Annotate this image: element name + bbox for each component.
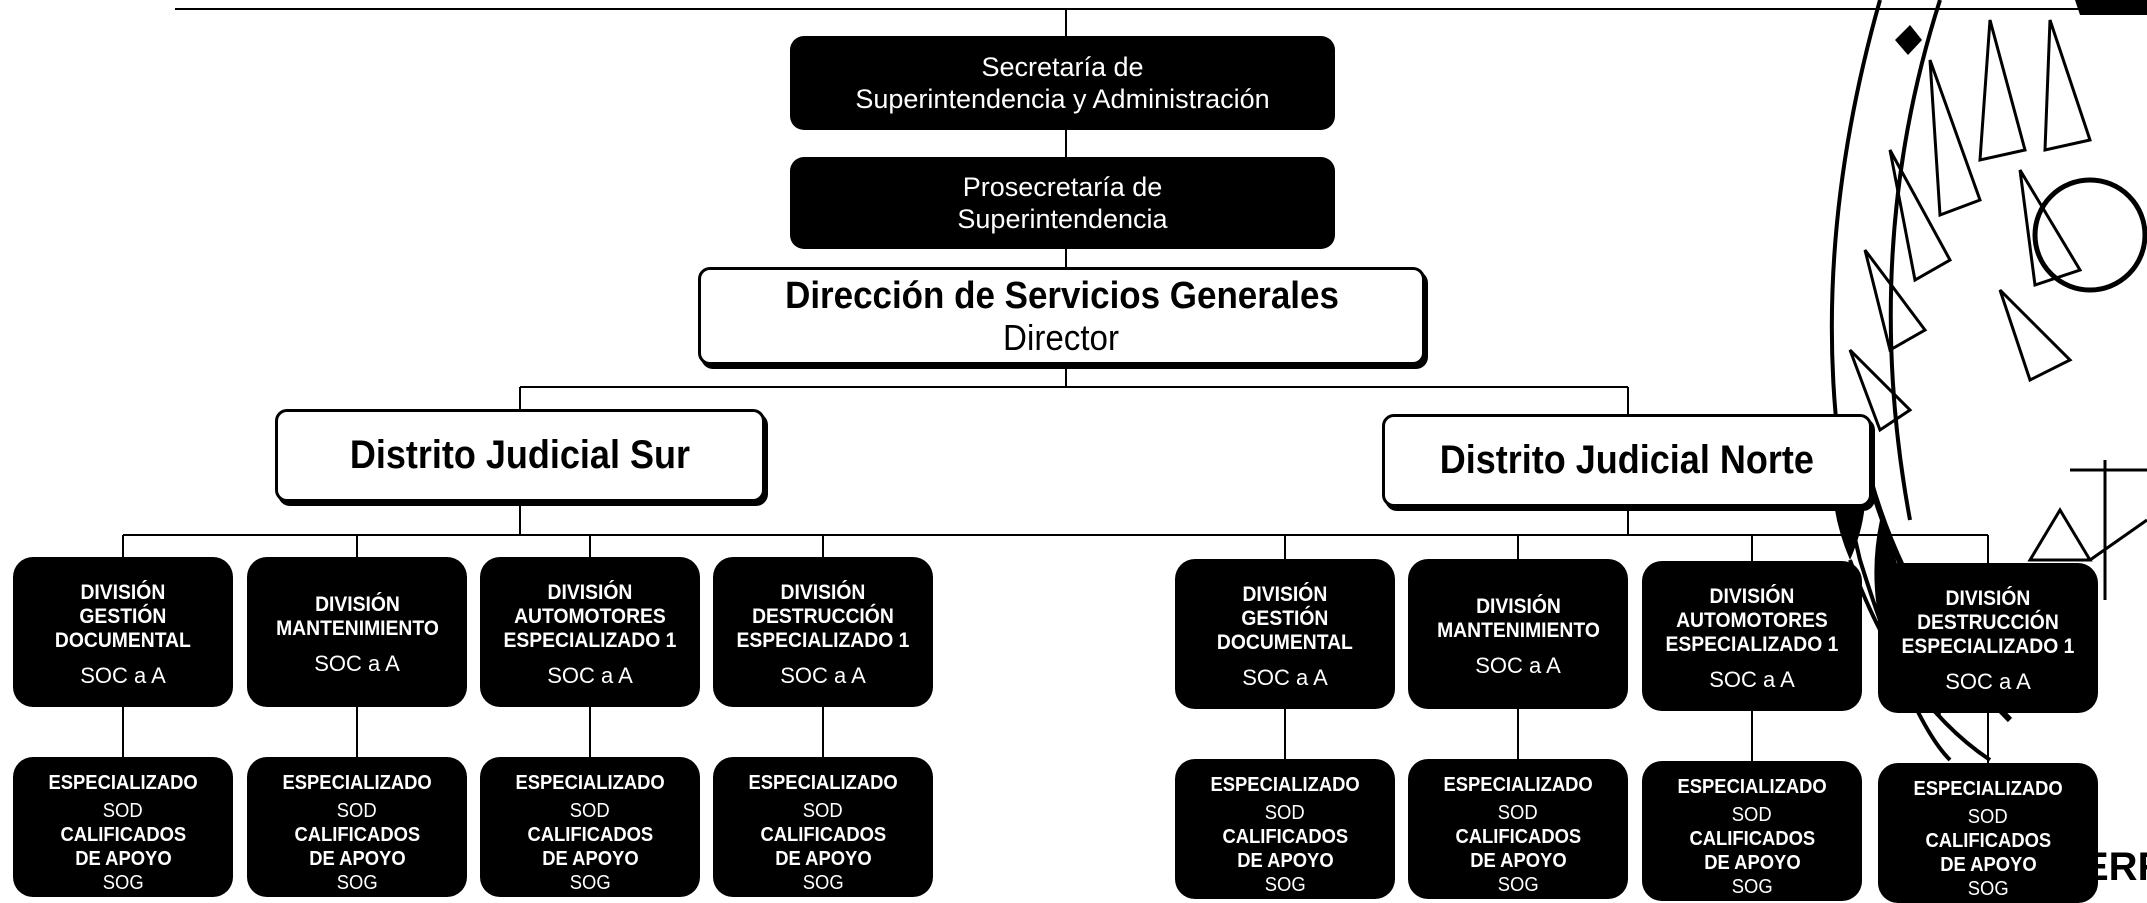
division-code: SOC a A <box>780 663 866 688</box>
staff-sod: SOD <box>1265 802 1305 824</box>
division-code: SOC a A <box>1709 667 1795 692</box>
staff-calificados: CALIFICADOS <box>1455 826 1581 848</box>
division-code: SOC a A <box>1945 669 2031 694</box>
staff-de-apoyo: DE APOYO <box>541 848 639 870</box>
norte-division-mantenimiento: DIVISIÓN MANTENIMIENTO SOC a A <box>1408 559 1628 709</box>
staff-de-apoyo: DE APOYO <box>1939 854 2037 876</box>
staff-especializado: ESPECIALIZADO <box>48 772 198 794</box>
staff-calificados: CALIFICADOS <box>1689 828 1815 850</box>
norte-staff-gestion: ESPECIALIZADO SOD CALIFICADOS DE APOYO S… <box>1175 759 1395 899</box>
sur-division-mantenimiento: DIVISIÓN MANTENIMIENTO SOC a A <box>247 557 467 707</box>
distrito-norte-name: Distrito Judicial Norte <box>1439 438 1815 482</box>
norte-staff-mantenimiento: ESPECIALIZADO SOD CALIFICADOS DE APOYO S… <box>1408 759 1628 899</box>
staff-sod: SOD <box>1732 804 1772 826</box>
staff-de-apoyo: DE APOYO <box>74 848 172 870</box>
staff-calificados: CALIFICADOS <box>60 824 186 846</box>
staff-especializado: ESPECIALIZADO <box>515 772 665 794</box>
norte-division-destruccion: DIVISIÓN DESTRUCCIÓN ESPECIALIZADO 1 SOC… <box>1878 563 2098 713</box>
sur-division-automotores: DIVISIÓN AUTOMOTORES ESPECIALIZADO 1 SOC… <box>480 557 700 707</box>
staff-sod: SOD <box>1498 802 1538 824</box>
secretaria-line-2: Superintendencia y Administración <box>855 84 1270 114</box>
staff-de-apoyo: DE APOYO <box>308 848 406 870</box>
prosecretaria-box: Prosecretaría de Superintendencia <box>790 157 1335 249</box>
staff-sod: SOD <box>103 800 143 822</box>
staff-de-apoyo: DE APOYO <box>774 848 872 870</box>
division-name: DIVISIÓN DESTRUCCIÓN ESPECIALIZADO 1 <box>736 581 910 652</box>
sur-staff-gestion: ESPECIALIZADO SOD CALIFICADOS DE APOYO S… <box>13 757 233 897</box>
staff-sod: SOD <box>803 800 843 822</box>
staff-sod: SOD <box>1968 806 2008 828</box>
division-name: DIVISIÓN DESTRUCCIÓN ESPECIALIZADO 1 <box>1901 587 2075 658</box>
staff-calificados: CALIFICADOS <box>294 824 420 846</box>
sur-staff-destruccion: ESPECIALIZADO SOD CALIFICADOS DE APOYO S… <box>713 757 933 897</box>
staff-sog: SOG <box>1731 876 1773 898</box>
secretaria-line-1: Secretaría de <box>981 52 1144 82</box>
staff-especializado: ESPECIALIZADO <box>1677 776 1827 798</box>
staff-de-apoyo: DE APOYO <box>1469 850 1567 872</box>
division-name: DIVISIÓN GESTIÓN DOCUMENTAL <box>55 581 191 652</box>
staff-especializado: ESPECIALIZADO <box>1210 774 1360 796</box>
staff-calificados: CALIFICADOS <box>1222 826 1348 848</box>
sur-division-destruccion: DIVISIÓN DESTRUCCIÓN ESPECIALIZADO 1 SOC… <box>713 557 933 707</box>
division-name: DIVISIÓN AUTOMOTORES ESPECIALIZADO 1 <box>503 581 677 652</box>
distrito-sur-box: Distrito Judicial Sur <box>275 409 765 502</box>
staff-especializado: ESPECIALIZADO <box>1913 778 2063 800</box>
direccion-box: Dirección de Servicios Generales Directo… <box>698 267 1425 365</box>
norte-division-gestion: DIVISIÓN GESTIÓN DOCUMENTAL SOC a A <box>1175 559 1395 709</box>
division-name: DIVISIÓN MANTENIMIENTO <box>275 593 439 640</box>
division-code: SOC a A <box>547 663 633 688</box>
division-name: DIVISIÓN GESTIÓN DOCUMENTAL <box>1217 583 1353 654</box>
staff-sog: SOG <box>1264 874 1306 896</box>
staff-sog: SOG <box>336 872 378 894</box>
division-code: SOC a A <box>314 651 400 676</box>
staff-de-apoyo: DE APOYO <box>1703 852 1801 874</box>
staff-sog: SOG <box>1967 878 2009 900</box>
prosecretaria-line-2: Superintendencia <box>957 204 1168 234</box>
division-code: SOC a A <box>1242 665 1328 690</box>
norte-division-automotores: DIVISIÓN AUTOMOTORES ESPECIALIZADO 1 SOC… <box>1642 561 1862 711</box>
staff-especializado: ESPECIALIZADO <box>282 772 432 794</box>
division-code: SOC a A <box>1475 653 1561 678</box>
staff-calificados: CALIFICADOS <box>1925 830 2051 852</box>
staff-sod: SOD <box>570 800 610 822</box>
norte-staff-automotores: ESPECIALIZADO SOD CALIFICADOS DE APOYO S… <box>1642 761 1862 901</box>
staff-sog: SOG <box>569 872 611 894</box>
staff-sog: SOG <box>802 872 844 894</box>
staff-calificados: CALIFICADOS <box>527 824 653 846</box>
staff-sod: SOD <box>337 800 377 822</box>
distrito-norte-box: Distrito Judicial Norte <box>1382 414 1872 507</box>
staff-especializado: ESPECIALIZADO <box>1443 774 1593 796</box>
staff-de-apoyo: DE APOYO <box>1236 850 1334 872</box>
sur-staff-automotores: ESPECIALIZADO SOD CALIFICADOS DE APOYO S… <box>480 757 700 897</box>
staff-calificados: CALIFICADOS <box>760 824 886 846</box>
norte-staff-destruccion: ESPECIALIZADO SOD CALIFICADOS DE APOYO S… <box>1878 763 2098 903</box>
division-name: DIVISIÓN MANTENIMIENTO <box>1436 595 1600 642</box>
sur-staff-mantenimiento: ESPECIALIZADO SOD CALIFICADOS DE APOYO S… <box>247 757 467 897</box>
staff-especializado: ESPECIALIZADO <box>748 772 898 794</box>
staff-sog: SOG <box>1497 874 1539 896</box>
staff-sog: SOG <box>102 872 144 894</box>
secretaria-box: Secretaría de Superintendencia y Adminis… <box>790 36 1335 130</box>
distrito-sur-name: Distrito Judicial Sur <box>349 433 691 477</box>
division-code: SOC a A <box>80 663 166 688</box>
sur-division-gestion: DIVISIÓN GESTIÓN DOCUMENTAL SOC a A <box>13 557 233 707</box>
division-name: DIVISIÓN AUTOMOTORES ESPECIALIZADO 1 <box>1665 585 1839 656</box>
direccion-subtitle: Director <box>1003 317 1120 358</box>
prosecretaria-line-1: Prosecretaría de <box>962 172 1163 202</box>
direccion-title: Dirección de Servicios Generales <box>784 275 1339 317</box>
